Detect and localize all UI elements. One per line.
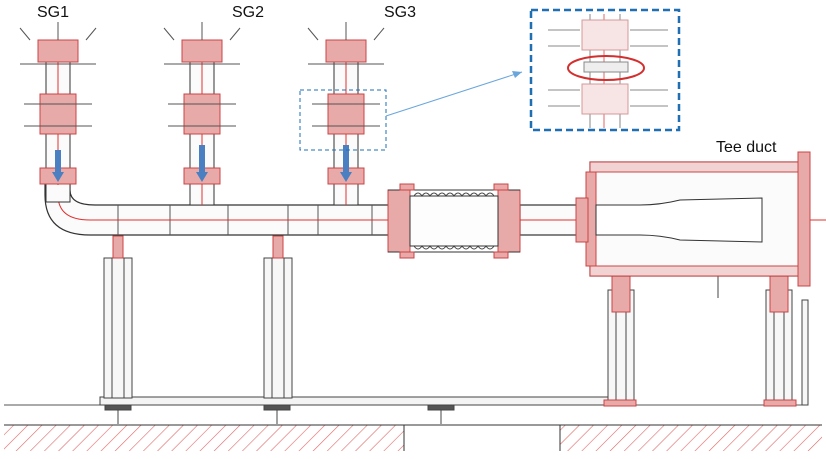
bellows-section	[387, 183, 521, 259]
tee-duct-label: Tee duct	[716, 139, 777, 156]
detail-region-box	[299, 89, 387, 151]
arrow-icon	[385, 71, 523, 117]
sg3-column	[307, 22, 385, 206]
support-frame	[99, 235, 809, 424]
sg3-label: SG3	[384, 4, 417, 21]
ground-hatch-right	[560, 425, 822, 451]
ground	[4, 404, 822, 451]
down-arrow-icon	[340, 145, 352, 182]
highlight-ellipse	[567, 55, 645, 81]
down-arrow-icon	[196, 145, 208, 182]
detail-callout	[299, 8, 681, 151]
ground-hatch-left	[4, 425, 404, 451]
sg1-label: SG1	[37, 4, 70, 21]
main-duct	[44, 177, 826, 236]
tee-duct	[575, 151, 811, 287]
sg2-label: SG2	[232, 4, 265, 21]
sg1-column	[19, 22, 97, 203]
down-arrow-icon	[52, 150, 64, 182]
